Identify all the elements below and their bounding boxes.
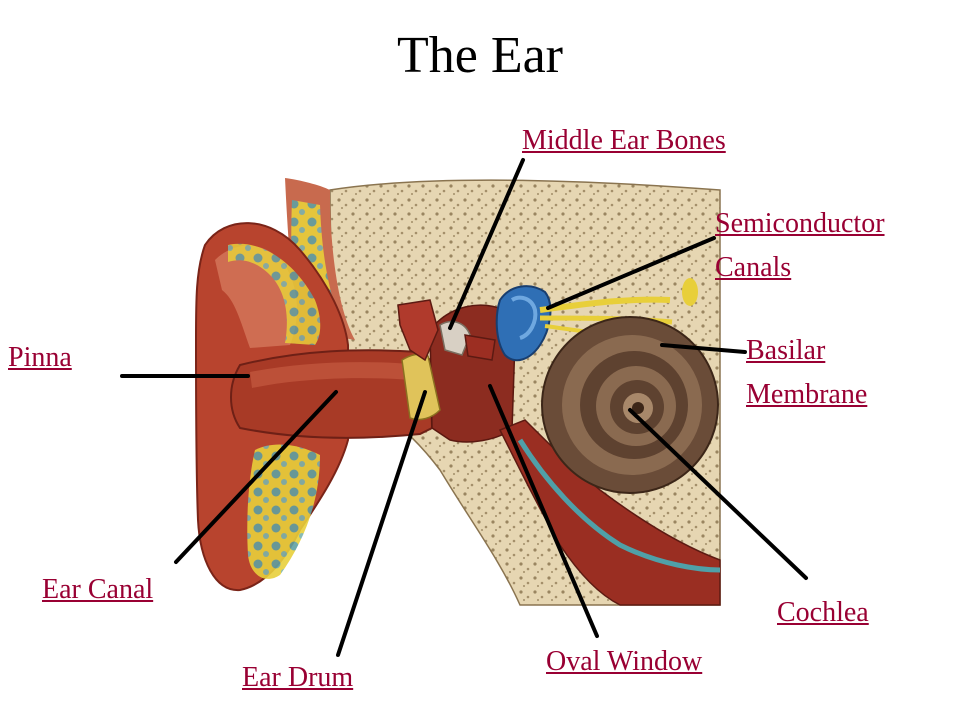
ossicle-incus — [439, 320, 471, 356]
ossicle-stapes — [464, 334, 496, 361]
leader-semicircular-canals — [546, 236, 716, 310]
label-middle-ear-bones[interactable]: Middle Ear Bones — [522, 125, 726, 156]
label-semicircular-canals-line1[interactable]: Semiconductor — [715, 208, 885, 239]
leader-ear-canal — [174, 390, 338, 564]
label-semicircular-canals-line2[interactable]: Canals — [715, 252, 792, 283]
semicircular-canals-shape — [495, 285, 552, 362]
leader-cochlea — [628, 408, 808, 580]
leader-ear-drum — [336, 390, 427, 657]
ossicle-malleus — [397, 299, 439, 362]
cochlea-shape — [541, 316, 719, 494]
leader-middle-ear-bones — [448, 158, 525, 330]
label-ear-drum[interactable]: Ear Drum — [242, 662, 354, 693]
lobe-cartilage — [247, 444, 320, 579]
cochlear-nerve — [539, 296, 671, 313]
label-basilar-membrane-line1[interactable]: Basilar — [746, 335, 826, 366]
label-ear-canal[interactable]: Ear Canal — [42, 574, 154, 605]
semicircular-canal-loop — [510, 295, 538, 340]
canal-shading — [250, 362, 412, 388]
label-pinna[interactable]: Pinna — [8, 342, 72, 373]
pinna-cartilage — [228, 243, 321, 345]
label-cochlea[interactable]: Cochlea — [777, 597, 869, 628]
eustachian-lining — [517, 438, 721, 573]
label-basilar-membrane-line2[interactable]: Membrane — [746, 379, 868, 410]
nerve-bundle — [682, 278, 698, 306]
leader-basilar-membrane — [660, 343, 747, 354]
leader-oval-window — [488, 384, 599, 638]
page-title: The Ear — [396, 27, 563, 84]
label-oval-window[interactable]: Oval Window — [546, 646, 703, 677]
